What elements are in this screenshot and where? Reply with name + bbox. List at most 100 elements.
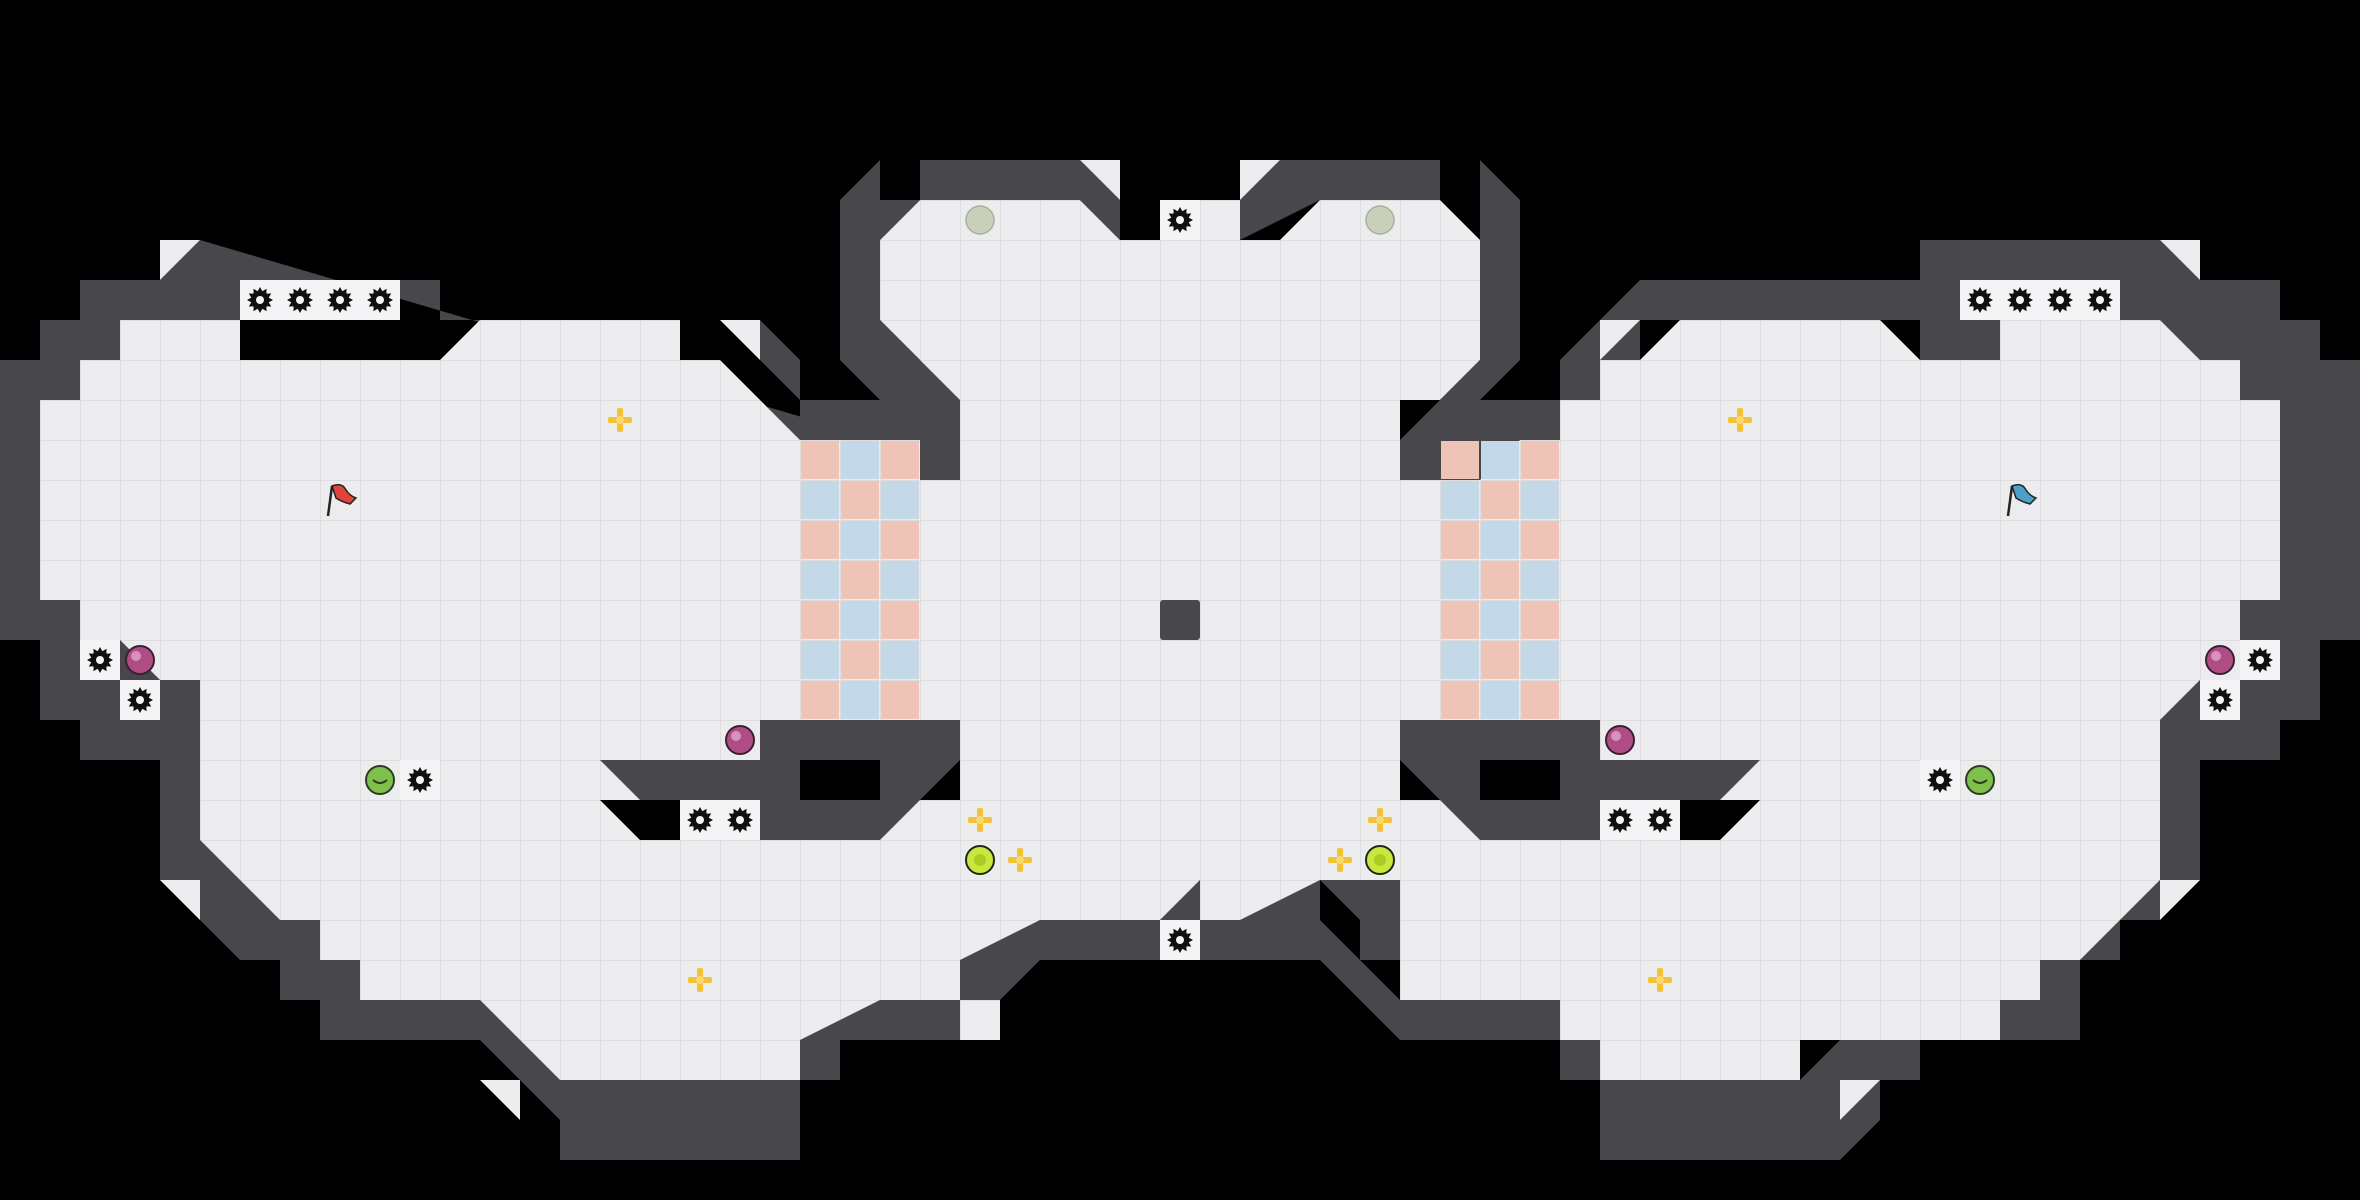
spike-icon (400, 760, 440, 800)
powerup-icon (725, 725, 755, 755)
blue-team-tile (1521, 641, 1559, 679)
spike-icon (240, 280, 280, 320)
blue-team-tile (1441, 561, 1479, 599)
boost-pad (1728, 408, 1752, 432)
blue-team-tile (1521, 561, 1559, 599)
red-team-tile (801, 601, 839, 639)
left-floor (40, 320, 960, 1080)
inner-walls (600, 160, 1760, 1040)
left-lower-structure (600, 720, 960, 840)
right-ledge-wall (1440, 400, 1560, 440)
spike-icon (1640, 800, 1680, 840)
powerup-layer (125, 645, 2235, 755)
blue-team-tile (801, 481, 839, 519)
blue-team-tile (841, 521, 879, 559)
red-team-tile (881, 521, 919, 559)
right-upper-divider (1400, 160, 1520, 480)
spike-icon (1960, 280, 2000, 320)
blue-team-tile (841, 681, 879, 719)
spike-icon (320, 280, 360, 320)
blue-team-tile (1441, 641, 1479, 679)
red-team-tile (1521, 441, 1559, 479)
blue-team-tile (1481, 601, 1519, 639)
spike-layer (80, 200, 2280, 960)
corner-accents (160, 160, 2200, 1120)
blue-flag-icon (2006, 483, 2038, 517)
gate-marker-icon (1365, 205, 1395, 235)
spike-icon (80, 640, 120, 680)
red-team-tile (841, 481, 879, 519)
boost-pad (1328, 848, 1352, 872)
bomb-icon (1965, 765, 1995, 795)
blue-team-tile (1481, 521, 1519, 559)
blue-team-tile (841, 601, 879, 639)
spike-icon (2200, 680, 2240, 720)
boost-layer (608, 408, 1752, 992)
red-team-tile (1481, 481, 1519, 519)
flag-layer (326, 483, 2038, 517)
center-block (1160, 600, 1200, 640)
left-ledge-wall (800, 400, 920, 440)
bottom-center-wall-right (1200, 920, 1400, 1040)
gate-layer (965, 205, 1395, 235)
blue-team-tile (841, 441, 879, 479)
spike-icon (1600, 800, 1640, 840)
right-lower-pit (1480, 760, 1560, 800)
switch-button-icon (1365, 845, 1395, 875)
red-team-tile (801, 441, 839, 479)
red-team-tile (1481, 561, 1519, 599)
bomb-layer (365, 765, 1995, 795)
blue-team-tile (881, 641, 919, 679)
spike-icon (360, 280, 400, 320)
boost-pad (1008, 848, 1032, 872)
boost-pad (1368, 808, 1392, 832)
left-upper-divider (840, 160, 960, 480)
red-team-tile (1441, 601, 1479, 639)
right-floor (1400, 320, 2280, 1080)
red-team-tile (1441, 681, 1479, 719)
spike-icon (2240, 640, 2280, 680)
red-team-tile (881, 601, 919, 639)
red-team-tile (801, 521, 839, 559)
boost-pad (968, 808, 992, 832)
boost-pad (688, 968, 712, 992)
bottom-center-wall (960, 920, 1160, 1000)
blue-team-tile (881, 561, 919, 599)
red-team-tile (841, 561, 879, 599)
blue-team-tile (1521, 481, 1559, 519)
spike-icon (1920, 760, 1960, 800)
red-team-tile (1521, 521, 1559, 559)
blue-team-tile (801, 641, 839, 679)
powerup-icon (125, 645, 155, 675)
red-team-tile (1441, 441, 1479, 479)
top-right-notch (1240, 160, 1440, 240)
red-team-tile (1441, 521, 1479, 559)
boost-pad (1648, 968, 1672, 992)
red-team-tile (881, 441, 919, 479)
powerup-icon (1605, 725, 1635, 755)
blue-team-tile (881, 481, 919, 519)
gate-marker-icon (965, 205, 995, 235)
spike-icon (2040, 280, 2080, 320)
red-team-tile (1521, 601, 1559, 639)
red-team-tile (841, 641, 879, 679)
spike-icon (2080, 280, 2120, 320)
bomb-icon (365, 765, 395, 795)
spike-icon (120, 680, 160, 720)
spike-icon (280, 280, 320, 320)
right-lower-structure (1400, 720, 1760, 840)
powerup-icon (2205, 645, 2235, 675)
left-lower-pit (800, 760, 880, 800)
red-team-tile (1481, 641, 1519, 679)
blue-team-tile (1481, 441, 1519, 479)
blue-team-tile (801, 561, 839, 599)
red-team-tile (881, 681, 919, 719)
button-layer (965, 845, 1395, 875)
blue-team-tile (1481, 681, 1519, 719)
red-flag-icon (326, 483, 358, 517)
spike-icon (720, 800, 760, 840)
boost-pad (608, 408, 632, 432)
top-left-notch (920, 160, 1120, 240)
spike-icon (1160, 200, 1200, 240)
